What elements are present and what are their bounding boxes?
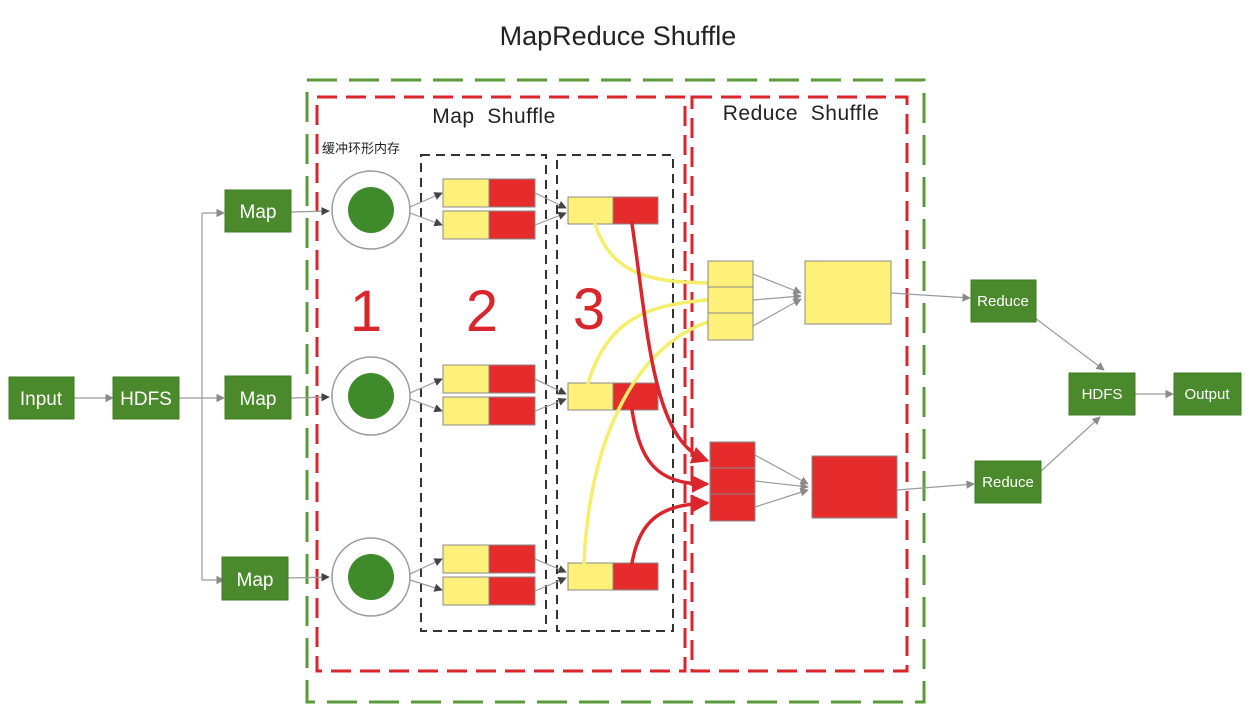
arrow-map3-buffer: [287, 572, 330, 582]
stage-number-1: 1: [350, 279, 382, 344]
output-node: Output: [1173, 372, 1242, 416]
merged-reduce-input-red: [811, 455, 898, 519]
hdfs-sink-node: HDFS: [1068, 372, 1136, 416]
reduce-shuffle-label: Reduce Shuffle: [723, 102, 880, 125]
stage-3-box: [556, 154, 674, 632]
stage-number-3: 3: [573, 277, 605, 342]
spill-file: [442, 210, 536, 240]
spill-arrows-1: [409, 192, 443, 227]
reduce-node-1: Reduce: [970, 279, 1037, 323]
arrow-to-reduce2: [896, 480, 975, 491]
merged-map-output: [567, 196, 659, 225]
arrow-reduce1-hdfs: [1034, 317, 1105, 371]
spill-file: [442, 544, 536, 574]
spill-arrows-2: [409, 378, 443, 413]
svg-text:Reduce: Reduce: [977, 293, 1029, 310]
diagram-title: MapReduce Shuffle: [500, 21, 737, 51]
arrow-map1-buffer: [290, 207, 330, 216]
input-node: Input: [8, 376, 75, 420]
merge-arrows: [534, 192, 567, 592]
reduce-shuffle-region: [690, 95, 909, 673]
map-shuffle-region: [315, 95, 687, 673]
svg-text:HDFS: HDFS: [1082, 386, 1123, 403]
spill-file: [442, 576, 536, 606]
merged-map-output: [567, 382, 659, 411]
merged-reduce-input-yellow: [804, 260, 892, 325]
arrow-reduce2-hdfs: [1039, 416, 1101, 473]
spill-file: [442, 364, 536, 394]
map-node-3: Map: [221, 556, 289, 601]
arrow-map2-buffer: [290, 393, 330, 402]
svg-text:Map: Map: [237, 570, 274, 591]
stage-2-box: [420, 154, 547, 632]
spill-file: [442, 396, 536, 426]
hdfs-source-node: HDFS: [112, 376, 180, 420]
arrow-to-reduce1: [890, 292, 971, 302]
map-shuffle-label: Map Shuffle: [432, 105, 556, 128]
spill-file: [442, 178, 536, 208]
stage-number-2: 2: [466, 279, 498, 344]
reduce-partition-yellow: [707, 260, 754, 341]
svg-text:Input: Input: [20, 389, 63, 410]
spill-arrows-3: [409, 558, 443, 592]
ring-buffer-1: [331, 170, 411, 250]
svg-text:Output: Output: [1184, 386, 1230, 403]
ring-buffer-3: [331, 537, 411, 617]
svg-text:Reduce: Reduce: [982, 474, 1034, 491]
map-node-2: Map: [224, 375, 292, 420]
reduce-merge-arrows: [752, 273, 809, 508]
red-fetch-curves: [630, 222, 710, 565]
ring-buffer-2: [331, 356, 411, 436]
reduce-partition-red: [709, 441, 756, 522]
yellow-fetch-curves: [582, 222, 710, 565]
ring-buffer-label: 缓冲环形内存: [322, 141, 400, 157]
shuffle-outer-boundary: [305, 78, 926, 704]
merged-map-output: [567, 562, 659, 591]
svg-text:Map: Map: [240, 202, 277, 223]
svg-text:Map: Map: [240, 389, 277, 410]
svg-text:HDFS: HDFS: [120, 389, 172, 410]
reduce-node-2: Reduce: [974, 460, 1042, 504]
map-node-1: Map: [224, 189, 292, 233]
